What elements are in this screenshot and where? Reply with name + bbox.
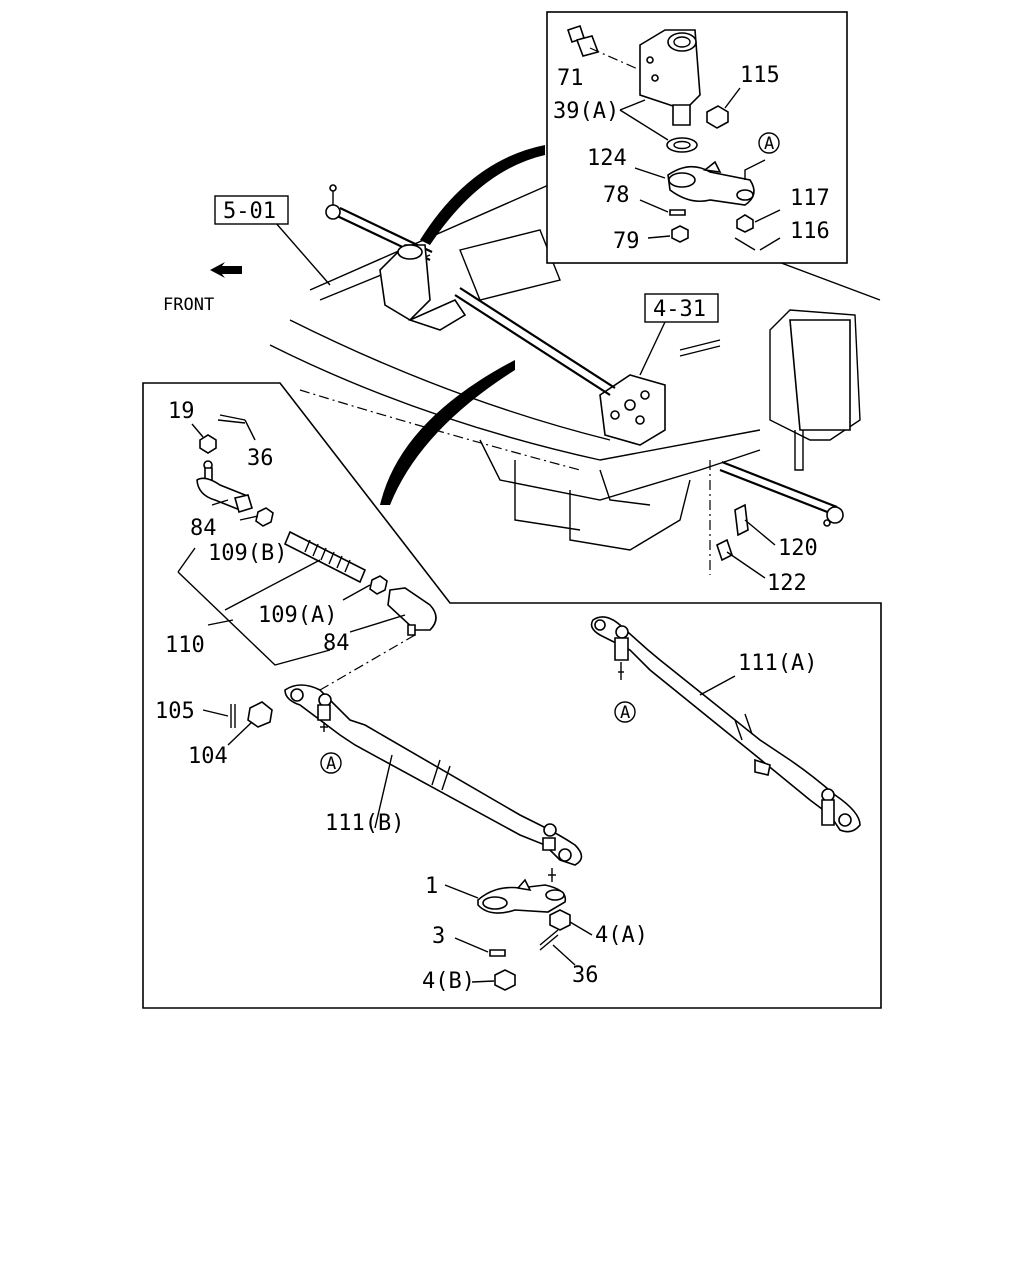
label-111a: 111(A) [738,651,817,676]
label-116: 116 [790,219,830,244]
ref-4-31: 4-31 [653,297,706,322]
label-109a: 109(A) [258,603,337,628]
circle-ref-a-right [614,701,636,723]
circle-ref-a-left [320,752,342,774]
ref-box-5-01 [214,195,289,225]
label-4b: 4(B) [422,969,475,994]
label-124: 124 [587,146,627,171]
circle-ref-a-right-label: A [620,703,630,723]
front-label: FRONT [163,295,214,315]
idler-inset: A [546,11,848,264]
label-1: 1 [425,874,438,899]
detail-frame [142,382,882,1009]
label-84-lower: 84 [323,631,350,656]
label-115: 115 [740,63,780,88]
circle-ref-a-left-label: A [326,754,336,774]
label-79: 79 [613,229,640,254]
circle-ref-a-inset [758,132,780,154]
label-4a: 4(A) [595,923,648,948]
label-110: 110 [165,633,205,658]
label-117: 117 [790,186,830,211]
label-111b: 111(B) [325,811,404,836]
tie-rod-detail: A A [142,382,882,1009]
label-78: 78 [603,183,630,208]
label-36-lower: 36 [572,963,599,988]
label-104: 104 [188,744,228,769]
label-3: 3 [432,924,445,949]
label-122: 122 [767,571,807,596]
label-84-upper: 84 [190,516,217,541]
ref-box-4-31 [644,293,719,323]
label-39a: 39(A) [553,99,619,124]
label-71: 71 [557,66,584,91]
label-105: 105 [155,699,195,724]
label-19: 19 [168,399,195,424]
circle-ref-a-inset-label: A [764,134,774,154]
label-120: 120 [778,536,818,561]
front-arrow-icon [210,262,242,278]
ref-5-01: 5-01 [223,199,276,224]
vehicle-frame [269,145,881,575]
label-109b: 109(B) [208,541,287,566]
label-36-upper: 36 [247,446,274,471]
